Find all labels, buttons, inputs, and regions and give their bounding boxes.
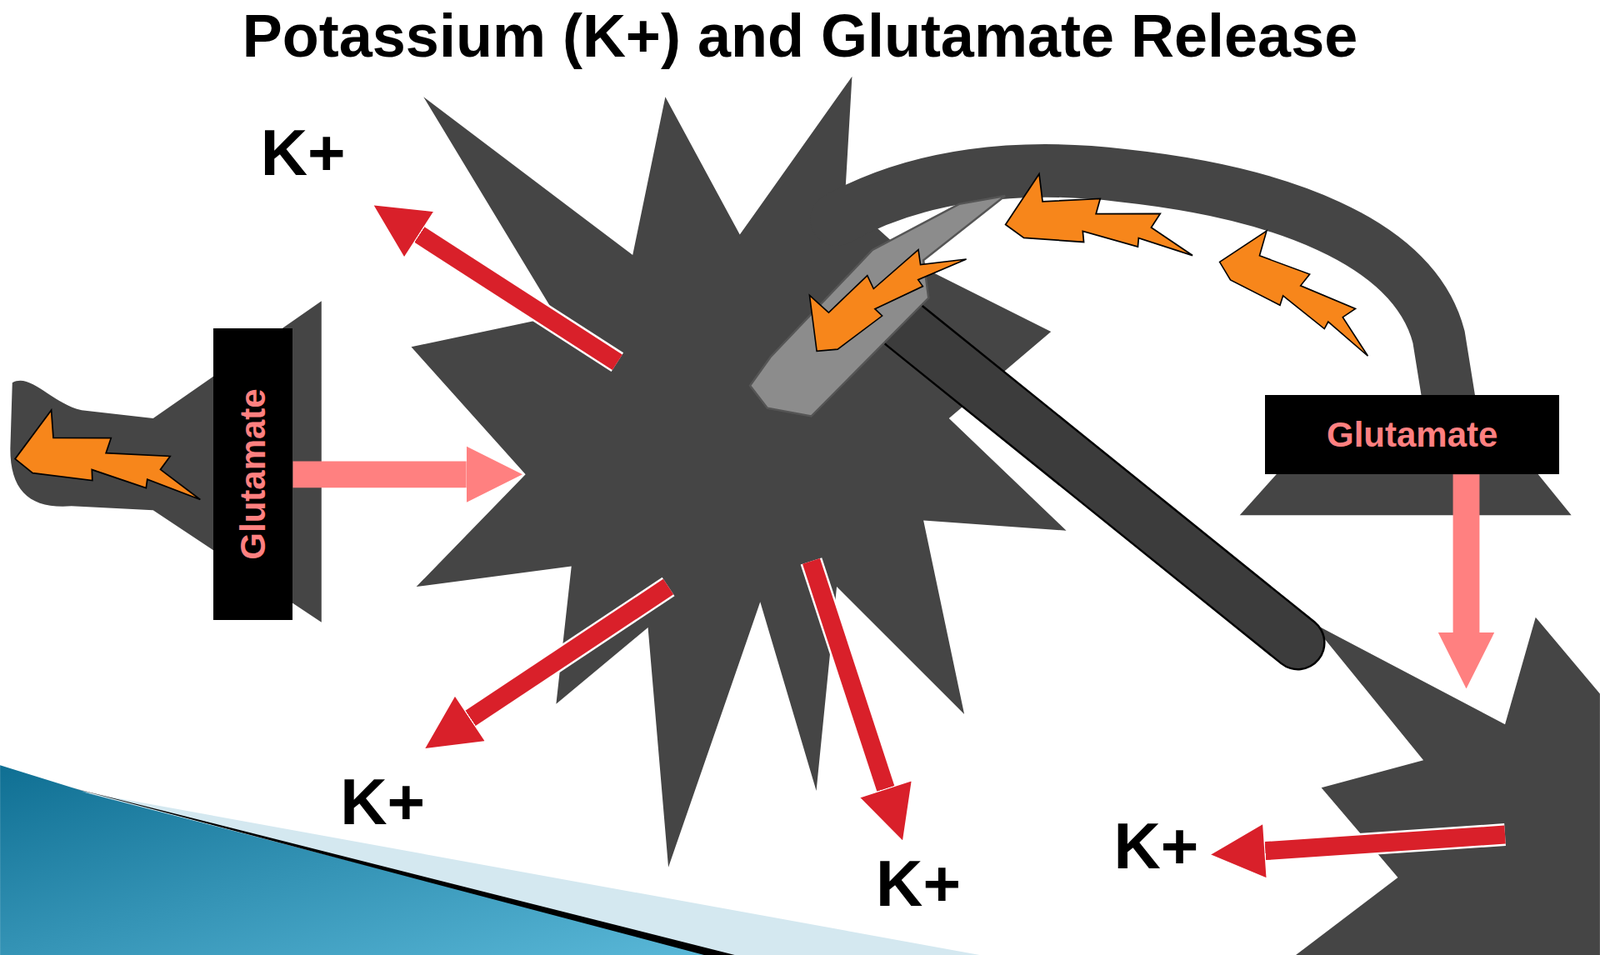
hammer-head <box>750 195 1005 416</box>
neurotransmitter-label: Glutamate <box>234 389 273 560</box>
potassium-arrow <box>470 586 670 719</box>
neighbour-neuron <box>1295 617 1600 955</box>
arrow-outline <box>419 235 618 363</box>
impulse-bolt <box>1213 218 1398 356</box>
slide-title: Potassium (K+) and Glutamate Release <box>0 1 1600 71</box>
arrow-outline <box>1265 835 1505 852</box>
arrow-outline <box>810 560 885 789</box>
potassium-arrow <box>419 235 618 363</box>
impulse-bolt <box>1004 171 1199 256</box>
corner-band <box>81 791 980 955</box>
potassium-arrow <box>1265 835 1505 852</box>
hammer-handle-edge <box>903 324 1299 643</box>
ion-label: K+ <box>875 848 961 920</box>
ion-label: K+ <box>260 117 346 190</box>
impulse-bolt <box>13 405 210 500</box>
ion-label: K+ <box>340 766 425 839</box>
glutamate-arrow <box>1453 474 1480 633</box>
potassium-arrow <box>810 560 885 789</box>
impulse-bolt <box>787 208 966 363</box>
arrow-outline <box>470 586 670 719</box>
ion-label: K+ <box>1113 810 1199 883</box>
potassium-arrows <box>419 235 1505 852</box>
hammer-handle <box>903 324 1299 643</box>
neurotransmitter-box: Glutamate <box>213 328 294 620</box>
presynaptic-terminal <box>10 300 321 623</box>
neurotransmitter-box: Glutamate <box>1265 395 1560 475</box>
glutamate-arrow <box>292 460 466 488</box>
neurotransmitter-label: Glutamate <box>1326 415 1498 455</box>
